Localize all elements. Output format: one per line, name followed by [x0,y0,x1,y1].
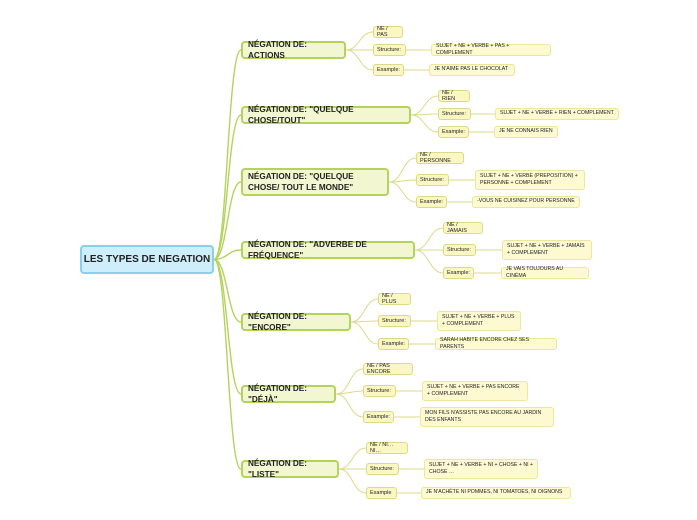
example-value-actions[interactable]: JE N'AIME PAS LE CHOCOLAT [429,64,515,76]
link-branch-example-4 [350,321,379,345]
structure-value-rien[interactable]: SUJET + NE + VERBE + RIEN + COMPLEMENT [495,108,619,120]
link-root-branch-3 [213,249,242,261]
link-root-branch-5 [213,258,242,395]
example-label-actions[interactable]: Example: [373,64,404,76]
branch-liste[interactable]: NÉGATION DE: "LISTE" [241,459,339,479]
link-branch-example-0 [345,49,374,71]
link-branch-example-2 [388,181,417,203]
form-node-personne[interactable]: NE / PERSONNE [416,152,464,164]
structure-label-rien[interactable]: Structure: [438,108,471,120]
root-node[interactable]: LES TYPES DE NEGATION [80,245,214,274]
example-label-plus[interactable]: Example: [378,338,409,350]
link-branch-form-0 [345,31,374,51]
form-node-actions[interactable]: NE / PAS [373,26,403,38]
link-branch-form-3 [414,227,444,251]
structure-label-plus[interactable]: Structure: [378,315,411,327]
link-root-branch-1 [213,114,242,261]
branch-quelque-chose-tout-le-monde[interactable]: NÉGATION DE: "QUELQUE CHOSE/ TOUT LE MON… [241,168,389,196]
link-root-branch-2 [213,181,242,261]
branch-deja[interactable]: NÉGATION DE: "DÉJÀ" [241,384,336,404]
structure-value-pas-encore[interactable]: SUJET + NE + VERBE + PAS ENCORE + COMPLE… [422,381,528,401]
link-branch-form-6 [338,447,367,470]
link-branch-example-1 [410,114,439,133]
branch-encore[interactable]: NÉGATION DE: "ENCORE" [241,312,351,332]
structure-label-ni-ni[interactable]: Structure: [366,463,399,475]
form-node-plus[interactable]: NE / PLUS [378,293,411,305]
link-branch-example-3 [414,249,444,274]
example-value-rien[interactable]: JE NE CONNAIS RIEN [494,126,558,138]
structure-label-personne[interactable]: Structure: [416,174,449,186]
structure-value-personne[interactable]: SUJET + NE + VERBE (PREPOSITION) + PERSO… [475,170,585,190]
form-node-ni-ni[interactable]: NE / NI… NI… [366,442,408,454]
link-branch-form-1 [410,95,439,116]
example-label-rien[interactable]: Example: [438,126,469,138]
example-label-personne[interactable]: Example: [416,196,447,208]
link-branch-form-4 [350,298,379,323]
branch-adverbe-frequence[interactable]: NÉGATION DE: "ADVERBE DE FRÉQUENCE" [241,240,415,260]
structure-value-actions[interactable]: SUJET + NE + VERBE + PAS + COMPLEMENT [431,43,551,56]
example-label-jamais[interactable]: Example: [443,267,474,279]
link-root-branch-4 [213,258,242,323]
structure-label-actions[interactable]: Structure: [373,44,406,56]
branch-actions[interactable]: NÉGATION DE: ACTIONS [241,40,346,60]
example-value-plus[interactable]: SARAH HABITE ENCORE CHEZ SES PARENTS [435,337,557,350]
link-branch-form-5 [335,368,364,395]
structure-value-plus[interactable]: SUJET + NE + VERBE + PLUS + COMPLEMENT [437,311,521,331]
branch-quelque-chose-tout[interactable]: NÉGATION DE: "QUELQUE CHOSE/TOUT" [241,105,411,125]
link-root-branch-6 [213,258,242,470]
structure-label-pas-encore[interactable]: Structure: [363,385,396,397]
example-value-pas-encore[interactable]: MON FILS N'ASSISTE PAS ENCORE AU JARDIN … [420,407,554,427]
example-label-ni-ni[interactable]: Example [366,487,397,499]
example-label-pas-encore[interactable]: Example: [363,411,394,423]
form-node-rien[interactable]: NE / RIEN [438,90,470,102]
structure-value-jamais[interactable]: SUJET + NE + VERBE + JAMAIS + COMPLEMENT [502,240,592,260]
form-node-jamais[interactable]: NE / JAMAIS [443,222,483,234]
link-root-branch-0 [213,49,242,261]
link-branch-example-5 [335,393,364,418]
link-branch-form-2 [388,157,417,183]
link-branch-structure-5 [335,390,364,395]
link-branch-example-6 [338,468,367,494]
structure-label-jamais[interactable]: Structure: [443,244,476,256]
example-value-ni-ni[interactable]: JE N'ACHÈTE NI POMMES, NI TOMATOES, NI O… [421,487,571,499]
structure-value-ni-ni[interactable]: SUJET + NE + VERBE + NI + CHOSE + NI + C… [424,459,538,479]
example-value-jamais[interactable]: JE VAIS TOUJOURS AU CINÉMA [501,266,589,279]
example-value-personne[interactable]: -VOUS NE CUISINEZ POUR PERSONNE [472,196,580,208]
form-node-pas-encore[interactable]: NE / PAS ENCORE [363,363,413,375]
